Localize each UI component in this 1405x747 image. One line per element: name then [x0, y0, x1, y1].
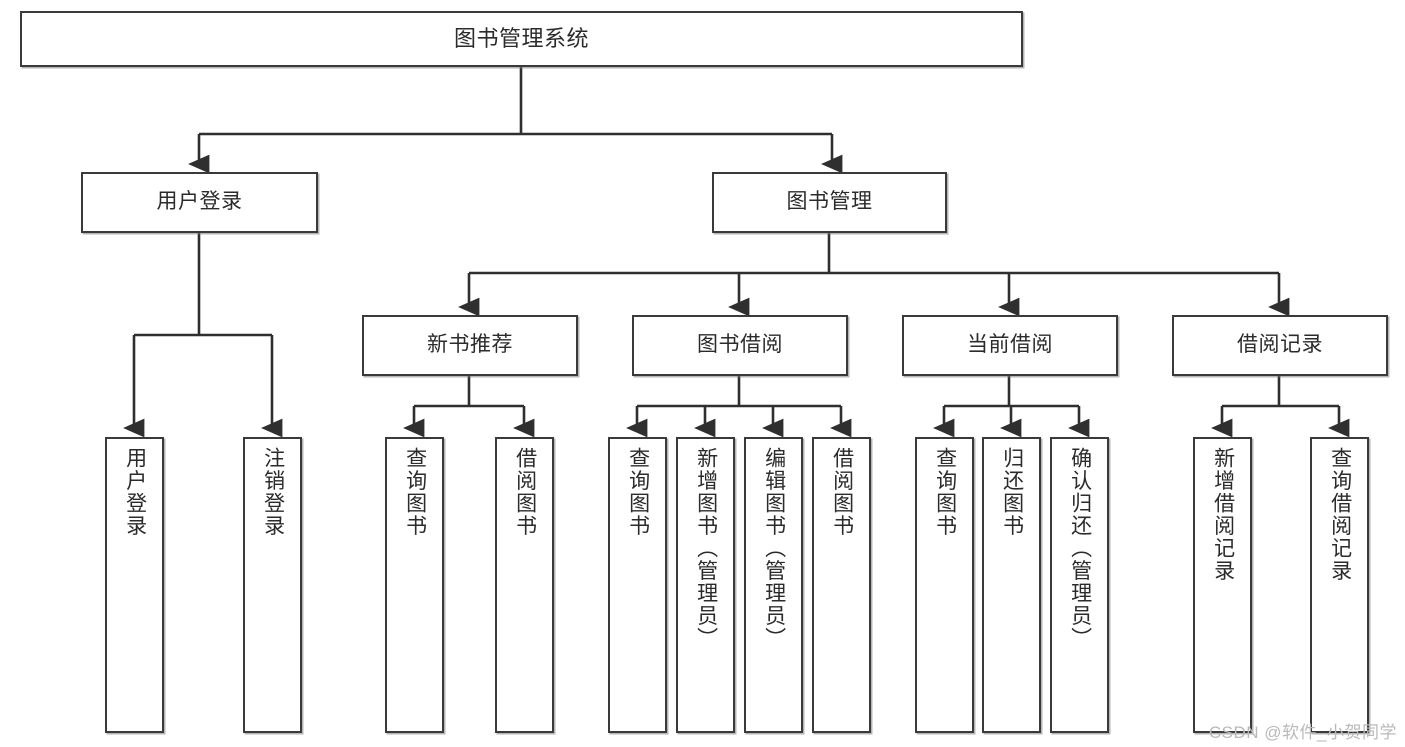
node-label: 图书借阅	[697, 333, 783, 357]
node-label: 注销登录	[261, 447, 285, 537]
node-user-login[interactable]: 用户登录	[81, 172, 318, 233]
node-label: 编辑图书（管理员）	[762, 447, 786, 650]
node-label: 查询图书	[626, 447, 650, 537]
node-label: 借阅图书	[513, 447, 537, 537]
node-label: 借阅图书	[830, 447, 854, 537]
node-label: 查询借阅记录	[1328, 447, 1352, 582]
node-label: 新增借阅记录	[1211, 447, 1235, 582]
node-label: 查询图书	[933, 447, 957, 537]
leaf-borrow-borrow-book[interactable]: 借阅图书	[812, 437, 871, 733]
node-label: 用户登录	[123, 447, 147, 537]
node-label: 查询图书	[403, 447, 427, 537]
leaf-record-query[interactable]: 查询借阅记录	[1310, 437, 1369, 733]
leaf-recommend-borrow-book[interactable]: 借阅图书	[495, 437, 554, 733]
leaf-current-query-book[interactable]: 查询图书	[915, 437, 974, 733]
node-borrow-record[interactable]: 借阅记录	[1172, 315, 1388, 376]
leaf-recommend-query-book[interactable]: 查询图书	[385, 437, 444, 733]
node-label: 图书管理	[786, 190, 873, 214]
node-label: 新书推荐	[427, 333, 513, 357]
watermark-text: CSDN @软件_小贺同学	[1208, 723, 1397, 742]
leaf-logout[interactable]: 注销登录	[243, 437, 302, 733]
node-label: 图书管理系统	[453, 26, 589, 52]
leaf-borrow-add-book[interactable]: 新增图书（管理员）	[676, 437, 735, 733]
node-new-book-recommend[interactable]: 新书推荐	[362, 315, 578, 376]
node-label: 新增图书（管理员）	[694, 447, 718, 650]
leaf-record-add[interactable]: 新增借阅记录	[1193, 437, 1252, 733]
node-label: 归还图书	[1000, 447, 1024, 537]
leaf-current-confirm-return[interactable]: 确认归还（管理员）	[1050, 437, 1109, 733]
node-label: 当前借阅	[967, 333, 1053, 357]
node-label: 用户登录	[156, 190, 243, 214]
leaf-borrow-query-book[interactable]: 查询图书	[608, 437, 667, 733]
node-book-management[interactable]: 图书管理	[712, 172, 947, 233]
node-root-system[interactable]: 图书管理系统	[20, 11, 1023, 67]
node-current-borrow[interactable]: 当前借阅	[902, 315, 1118, 376]
node-book-borrow[interactable]: 图书借阅	[632, 315, 848, 376]
node-label: 借阅记录	[1237, 333, 1323, 357]
leaf-borrow-edit-book[interactable]: 编辑图书（管理员）	[744, 437, 803, 733]
leaf-user-login[interactable]: 用户登录	[105, 437, 164, 733]
leaf-current-return-book[interactable]: 归还图书	[982, 437, 1041, 733]
node-label: 确认归还（管理员）	[1068, 447, 1092, 650]
